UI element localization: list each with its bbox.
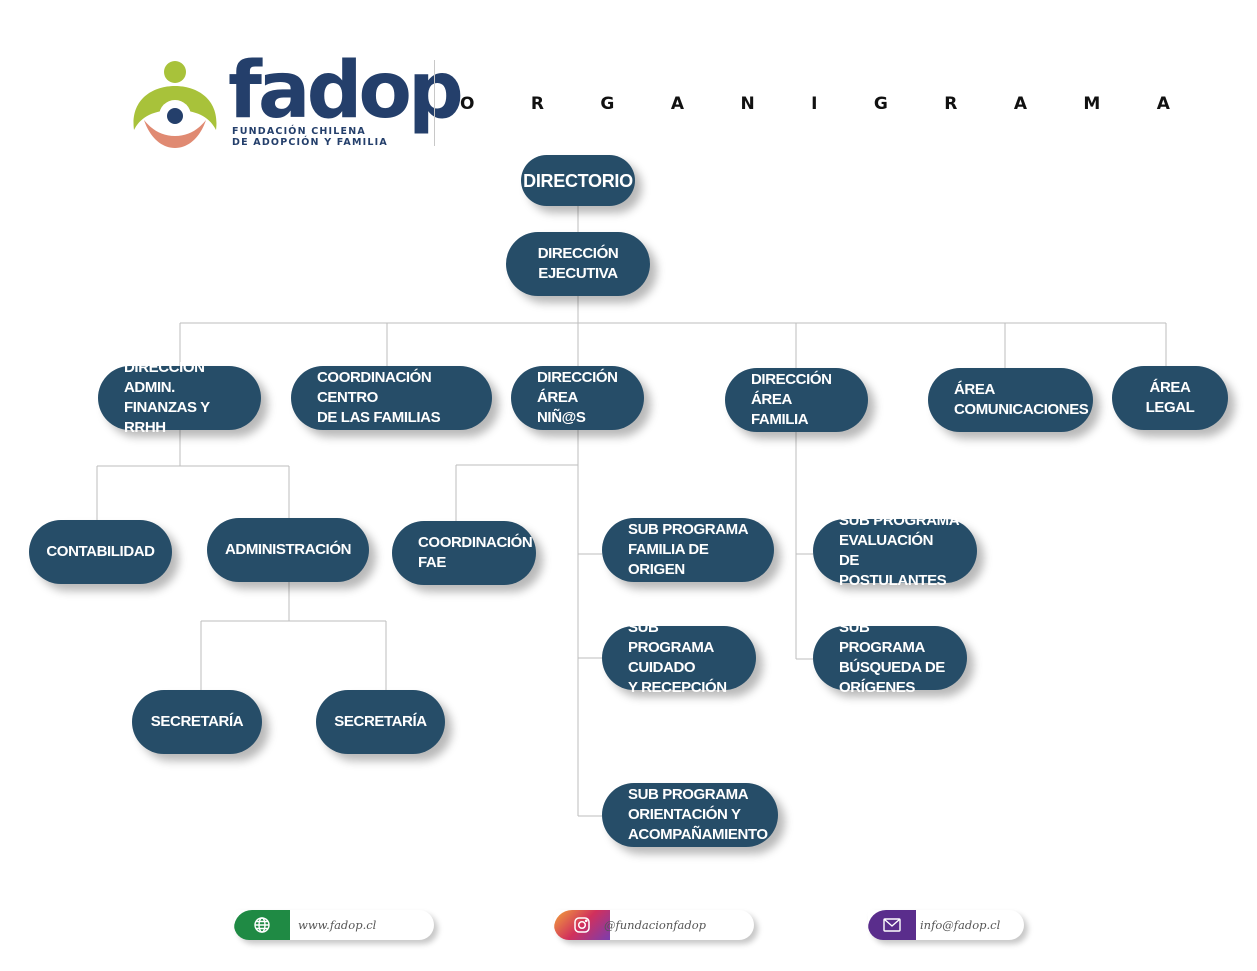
header-divider — [434, 60, 435, 146]
title-letter: G — [600, 94, 615, 114]
title-letter: R — [530, 94, 544, 114]
title-letter: M — [1083, 94, 1101, 114]
globe-icon — [234, 910, 290, 940]
title-letter: A — [670, 94, 684, 114]
website-link[interactable]: www.fadop.cl — [234, 910, 434, 940]
title-letter: N — [740, 94, 755, 114]
node-contabilidad: CONTABILIDAD — [29, 520, 172, 584]
email-link[interactable]: info@fadop.cl — [868, 910, 1024, 940]
title-letter: A — [1013, 94, 1027, 114]
title-letter: O — [460, 94, 475, 114]
node-sub-orientacion: SUB PROGRAMA ORIENTACIÓN Y ACOMPAÑAMIENT… — [602, 783, 778, 847]
node-direccion-admin: DIRECCIÓN ADMIN. FINANZAS Y RRHH — [98, 359, 261, 436]
instagram-icon — [554, 910, 610, 940]
node-administracion: ADMINISTRACIÓN — [207, 518, 369, 582]
brand-name: fadop — [228, 46, 464, 136]
mail-icon — [868, 910, 916, 940]
title-letter: I — [811, 94, 818, 114]
node-direccion-ejecutiva: DIRECCIÓN EJECUTIVA — [506, 232, 650, 296]
node-sub-familia-origen: SUB PROGRAMA FAMILIA DE ORIGEN — [602, 518, 774, 582]
fadop-logo-icon — [133, 61, 217, 148]
node-coordinacion-fae: COORDINACIÓN FAE — [392, 521, 536, 585]
node-sub-evaluacion: SUB PROGRAMA EVALUACIÓN DE POSTULANTES — [813, 512, 977, 589]
website-text: www.fadop.cl — [298, 918, 377, 932]
node-area-comunicaciones: ÁREA COMUNICACIONES — [928, 368, 1093, 432]
node-direccion-ninos: DIRECCIÓN ÁREA NIÑ@S — [511, 366, 644, 430]
node-directorio: DIRECTORIO — [521, 155, 635, 206]
instagram-text: @fundacionfadop — [604, 918, 706, 932]
instagram-link[interactable]: @fundacionfadop — [554, 910, 754, 940]
node-secretaria: SECRETARÍA — [316, 690, 445, 754]
node-direccion-familia: DIRECCIÓN ÁREA FAMILIA — [725, 368, 868, 432]
title-letter: R — [944, 94, 958, 114]
title-letter: A — [1156, 94, 1170, 114]
node-area-legal: ÁREA LEGAL — [1112, 366, 1228, 430]
node-sub-busqueda: SUB PROGRAMA BÚSQUEDA DE ORÍGENES — [813, 619, 967, 696]
node-sub-cuidado: SUB PROGRAMA CUIDADO Y RECEPCIÓN — [602, 619, 756, 696]
brand-subtitle: FUNDACIÓN CHILENA DE ADOPCIÓN Y FAMILIA — [232, 126, 388, 148]
page-title: O R G A N I G R A M A — [460, 94, 1170, 114]
node-coordinacion-centro: COORDINACIÓN CENTRO DE LAS FAMILIAS — [291, 366, 492, 430]
email-text: info@fadop.cl — [920, 918, 1001, 932]
node-secretaria: SECRETARÍA — [132, 690, 262, 754]
title-letter: G — [873, 94, 888, 114]
